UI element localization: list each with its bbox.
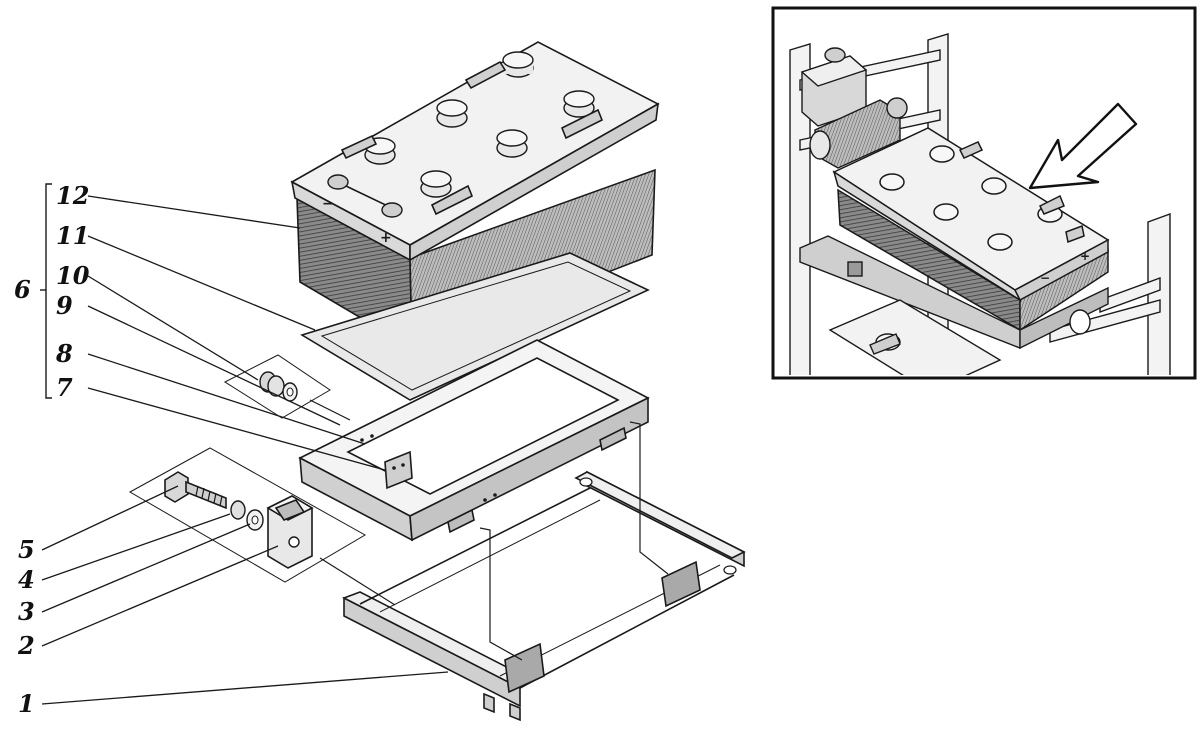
connector-bar: [430, 184, 474, 216]
cell-cap: [436, 99, 468, 117]
base-tray: [342, 470, 746, 722]
connector-bar: [464, 60, 507, 90]
cell-cap: [420, 170, 452, 188]
callout-9: 9: [56, 291, 73, 320]
inset-tray: [799, 235, 1109, 350]
flat-washer-hole: [251, 515, 259, 525]
callout-7: 7: [56, 373, 73, 402]
tray-front-rail: [343, 596, 521, 708]
upper-frame-side: [409, 396, 649, 542]
gasket: [300, 252, 650, 401]
hex-bolt: [164, 471, 227, 510]
connector-bar: [340, 134, 378, 160]
bracket-plate-hole: [401, 463, 405, 467]
clamp-block: [266, 495, 314, 569]
frame-hole: [360, 438, 364, 442]
tray-clip: [504, 642, 545, 694]
callout-12: 12: [56, 181, 89, 210]
gasket-inner: [320, 261, 632, 391]
callout-3: 3: [18, 597, 35, 626]
installation-inset: + −: [771, 6, 1197, 380]
frame-clip: [447, 508, 475, 534]
mounting-hardware-kit: [128, 447, 367, 583]
callout-8: 8: [55, 339, 73, 368]
bracket-plate-hole: [392, 466, 396, 470]
flat-washer-hole: [286, 387, 294, 397]
callout-5: 5: [18, 535, 35, 564]
battery-lid-rim-side: [409, 102, 659, 262]
gasket-outline: [300, 252, 650, 401]
frame-hole: [483, 498, 487, 502]
terminal-clamp: [327, 174, 349, 190]
frame-hole: [370, 434, 374, 438]
assembly-guide-lines: [309, 399, 669, 661]
battery-switch: [800, 47, 908, 169]
cell-cap: [502, 51, 534, 69]
cell-caps: [364, 51, 595, 198]
spring-washer: [230, 500, 246, 520]
group-6-bracket: [40, 183, 52, 399]
tray-clip: [661, 560, 701, 608]
bracket-plate: [384, 450, 413, 490]
cell-cap: [563, 90, 595, 108]
tray-hole: [723, 565, 737, 575]
inset-lower-battery: [828, 299, 1002, 375]
kit-frame: [223, 354, 331, 419]
callout-1: 1: [18, 689, 35, 718]
kit-frame: [128, 447, 367, 583]
callout-2: 2: [17, 631, 35, 660]
frame-hole: [493, 493, 497, 497]
direction-arrow: [1028, 102, 1138, 190]
cell-cap: [496, 129, 528, 147]
leader-lines: [41, 195, 449, 705]
terminal-minus-mark: −: [322, 196, 334, 212]
callout-6: 6: [14, 275, 31, 304]
tray-back-rail-top: [574, 471, 746, 559]
callout-4: 4: [18, 565, 35, 594]
tray-cross-member: [519, 574, 735, 689]
frame-bolt-kit: [223, 354, 331, 419]
terminal-clamp: [381, 202, 403, 218]
callout-11: 11: [56, 221, 89, 250]
connector-bar: [560, 108, 604, 140]
terminal-plus-mark: +: [380, 230, 392, 246]
tray-hole: [579, 477, 593, 487]
inset-terminal-minus-mark: −: [1040, 271, 1050, 285]
cell-connectors: [340, 60, 604, 216]
frame-clip: [599, 426, 627, 452]
battery: + −: [290, 41, 660, 350]
inset-battery: [832, 127, 1110, 332]
callout-10: 10: [56, 261, 90, 290]
terminal-clamps: [327, 174, 403, 218]
inset-terminal-plus-mark: +: [1080, 249, 1090, 263]
tray-cross-member: [359, 487, 591, 605]
